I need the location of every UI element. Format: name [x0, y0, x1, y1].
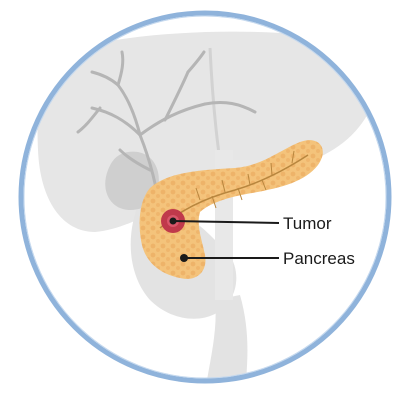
tumor-label: Tumor — [283, 215, 332, 232]
pancreas-label: Pancreas — [283, 250, 355, 267]
